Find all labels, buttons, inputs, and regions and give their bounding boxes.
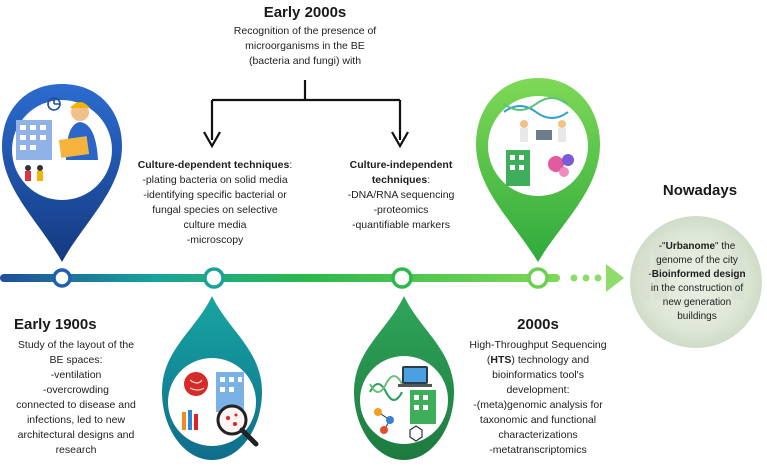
culture-dependent-line-3: fungal species on selective [152,204,278,216]
culture-dependent-line-4: culture media [183,219,247,231]
timeline-line [0,264,624,292]
nowadays-line-1-rest: " the [715,241,736,252]
early-1900s-line-8: research [55,444,97,456]
early-1900s-line-1: Study of the layout of the [17,339,135,351]
early-1900s-line-4: -overcrowding [43,384,109,396]
culture-independent-block: Culture-independent techniques: -DNA/RNA… [336,158,466,233]
culture-dependent-line-2: -identifying specific bacterial or [143,189,287,201]
bracket-arrows [203,80,409,149]
culture-dependent-heading-colon: : [289,159,293,171]
culture-independent-line-2: -proteomics [373,204,429,216]
y2000s-line-2-rest: ) technology and [511,354,590,366]
y2000s-line-7: characterizations [498,429,578,441]
nowadays-line-3-dash: - [648,269,652,280]
nowadays-line-2: genome of the city [656,255,738,266]
nowadays-title: Nowadays [662,182,738,199]
nowadays-line-4: in the construction of [650,283,744,294]
timeline-dot-3 [594,274,602,282]
culture-independent-pin [476,78,600,262]
nowadays-line-1-open: -" [658,241,666,252]
early-1900s-title: Early 1900s [14,316,97,333]
early-2000s-intro-line-3: (bacteria and fungi) with [248,55,362,67]
bioinformed-design-term: Bioinformed design [651,269,746,280]
y2000s-line-2-open: ( [486,354,491,366]
y2000s-line-5: -(meta)genomic analysis for [473,399,603,411]
timeline-dot-2 [582,274,590,282]
early-2000s-intro-line-2: microorganisms in the BE [245,40,365,52]
culture-independent-heading-2: techniques [371,174,428,186]
culture-independent-line-3: -quantifiable markers [351,219,451,231]
early-1900s-line-2: BE spaces: [49,354,103,366]
y2000s-line-3: bioinformatics tool's [492,369,584,381]
y2000s-block: High-Throughput Sequencing (HTS) technol… [458,338,618,458]
timeline-node-culture-dependent [203,267,225,289]
early-1900s-line-5: connected to disease and [16,399,136,411]
y2000s-line-8: -metatranscriptomics [489,444,587,456]
early-2000s-title: Early 2000s [263,4,347,21]
culture-independent-line-1: -DNA/RNA sequencing [347,189,455,201]
culture-independent-heading-1: Culture-independent [349,159,453,171]
culture-dependent-drop [162,296,262,460]
timeline-node-culture-independent [391,267,413,289]
hts-drop [354,296,454,460]
culture-dependent-heading: Culture-dependent techniques [137,159,290,171]
early-1900s-line-6: infections, led to new [26,414,126,426]
early-2000s-intro-line-1: Recognition of the presence of [233,25,377,37]
culture-dependent-line-5: -microscopy [186,234,244,246]
y2000s-line-4: development: [506,384,570,396]
culture-dependent-line-1: -plating bacteria on solid media [142,174,288,186]
y2000s-line-6: taxonomic and functional [479,414,597,426]
timeline-arrowhead [606,264,624,292]
hts-abbrev: HTS [490,354,512,366]
early-1900s-line-3: -ventilation [50,369,102,381]
early-1900s-line-7: architectural designs and [17,429,135,441]
y2000s-line-1: High-Throughput Sequencing [469,339,607,351]
timeline-dot-1 [570,274,578,282]
nowadays-block: -"Urbanome" the genome of the city -Bioi… [632,240,762,324]
nowadays-line-6: buildings [677,311,717,322]
y2000s-title: 2000s [517,316,559,333]
culture-independent-heading-colon: : [427,174,431,186]
early-2000s-intro: Recognition of the presence of microorga… [200,24,410,69]
nowadays-line-5: new generation [662,297,732,308]
timeline-node-2000s [527,267,549,289]
early-1900s-pin [2,84,122,288]
urbanome-term: Urbanome [665,241,716,252]
culture-dependent-block: Culture-dependent techniques: -plating b… [120,158,310,248]
nowadays-cloud [630,216,762,348]
early-1900s-block: Study of the layout of the BE spaces: -v… [6,338,146,458]
